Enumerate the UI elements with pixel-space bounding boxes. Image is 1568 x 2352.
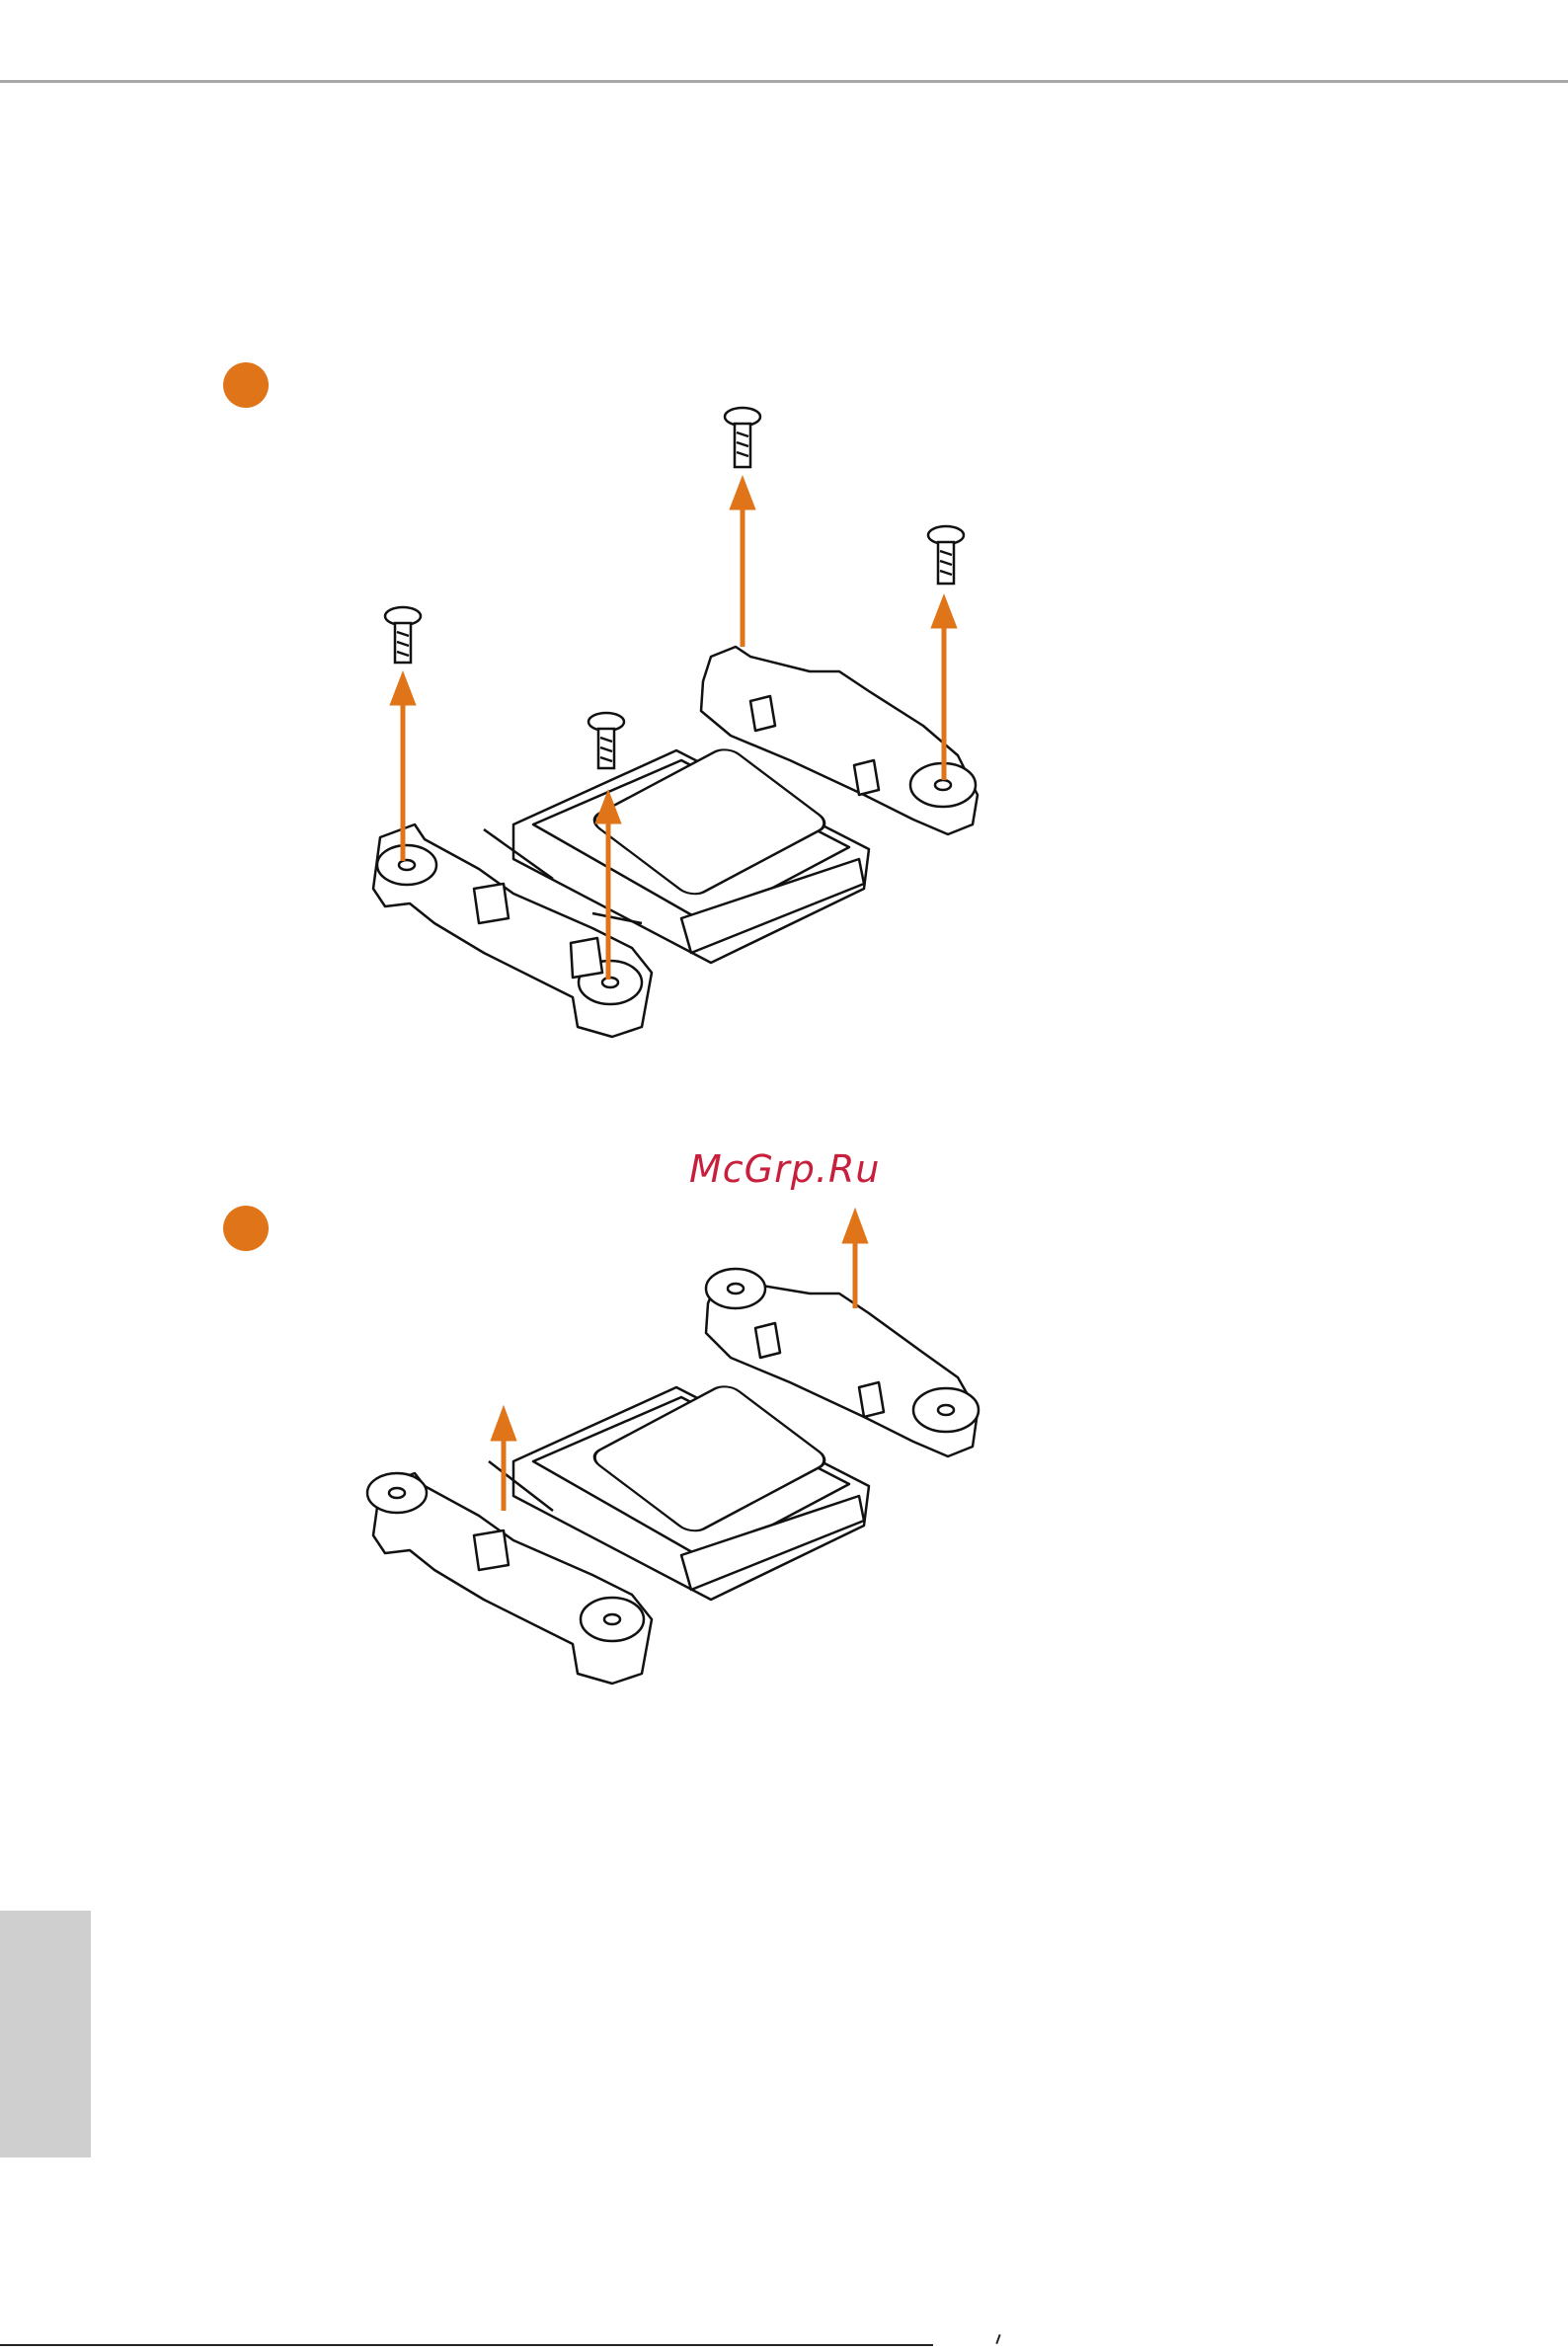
left-bracket: [373, 824, 652, 1037]
screw-icon: [725, 408, 760, 467]
step-marker-2: [223, 1206, 269, 1251]
bottom-rule: [0, 2344, 933, 2346]
left-bracket-2: [367, 1473, 652, 1684]
arrows-step-1: [393, 482, 954, 980]
step-marker-1: [223, 362, 269, 408]
watermark-text: McGrp.Ru: [689, 1147, 880, 1191]
right-bracket-2: [706, 1269, 979, 1456]
screw-icon: [385, 607, 421, 663]
bottom-tick: [995, 2334, 1000, 2344]
top-rule: [0, 80, 1568, 83]
screw-icons: [385, 408, 964, 768]
cpu-socket-2: [489, 1382, 869, 1600]
right-bracket: [701, 647, 978, 834]
arrows-step-2: [494, 1215, 865, 1511]
screw-icon: [588, 713, 624, 768]
side-tab: [0, 1911, 91, 2157]
screw-icon: [928, 526, 964, 584]
cpu-socket-1: [484, 745, 869, 963]
